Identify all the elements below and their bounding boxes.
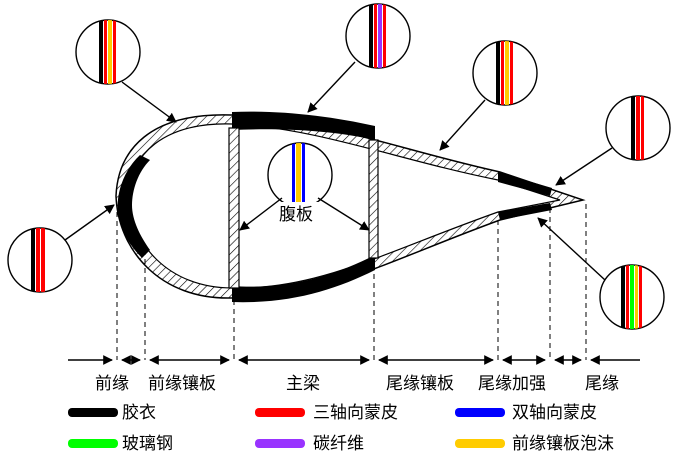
shear-web-front — [228, 127, 240, 289]
region-label-leading-edge: 前缘 — [95, 374, 129, 394]
zoom-bubble-leading-edge — [7, 204, 115, 293]
legend-label-1: 三轴向蒙皮 — [313, 403, 398, 423]
legend-swatch-0 — [68, 408, 118, 417]
region-label-trailing-reinforcement: 尾缘加强 — [478, 374, 546, 394]
trailing-reinforcement-upper — [498, 172, 552, 196]
legend-label-2: 双轴向蒙皮 — [512, 403, 597, 423]
leading-edge-gelcoat — [117, 155, 150, 258]
zoom-bubble-trailing-lower — [537, 217, 665, 330]
legend-label-3: 玻璃钢 — [122, 434, 173, 454]
spar-cap-lower — [232, 255, 375, 303]
zoom-bubble-trailing-upper — [555, 95, 671, 186]
zoom-bubble-shear-web: 腹板 — [239, 142, 370, 231]
legend: 胶衣 三轴向蒙皮 双轴向蒙皮 玻璃钢 碳纤维 前缘镶板泡沫 — [68, 403, 614, 454]
shear-web-rear — [368, 139, 379, 259]
region-label-trailing-panel: 尾缘镶板 — [386, 373, 454, 394]
legend-label-5: 前缘镶板泡沫 — [512, 433, 614, 454]
trailing-reinforcement-lower — [498, 203, 552, 220]
zoom-bubble-trailing-panel — [439, 40, 538, 151]
zoom-bubble-leading-panel — [75, 19, 177, 123]
legend-label-0: 胶衣 — [122, 403, 156, 423]
legend-label-4: 碳纤维 — [313, 434, 364, 454]
region-label-trailing-edge: 尾缘 — [585, 374, 619, 394]
zoom-bubble-spar-cap — [307, 3, 411, 113]
legend-swatch-4 — [255, 439, 305, 448]
region-label-leading-panel: 前缘镶板 — [148, 373, 216, 394]
spar-cap-upper — [232, 111, 375, 140]
legend-swatch-3 — [68, 439, 118, 448]
region-label-spar: 主梁 — [286, 374, 320, 394]
projection-lines — [116, 204, 587, 360]
legend-swatch-5 — [455, 439, 505, 448]
legend-swatch-2 — [455, 408, 505, 417]
shear-web-label: 腹板 — [279, 205, 313, 225]
legend-swatch-1 — [255, 408, 305, 417]
